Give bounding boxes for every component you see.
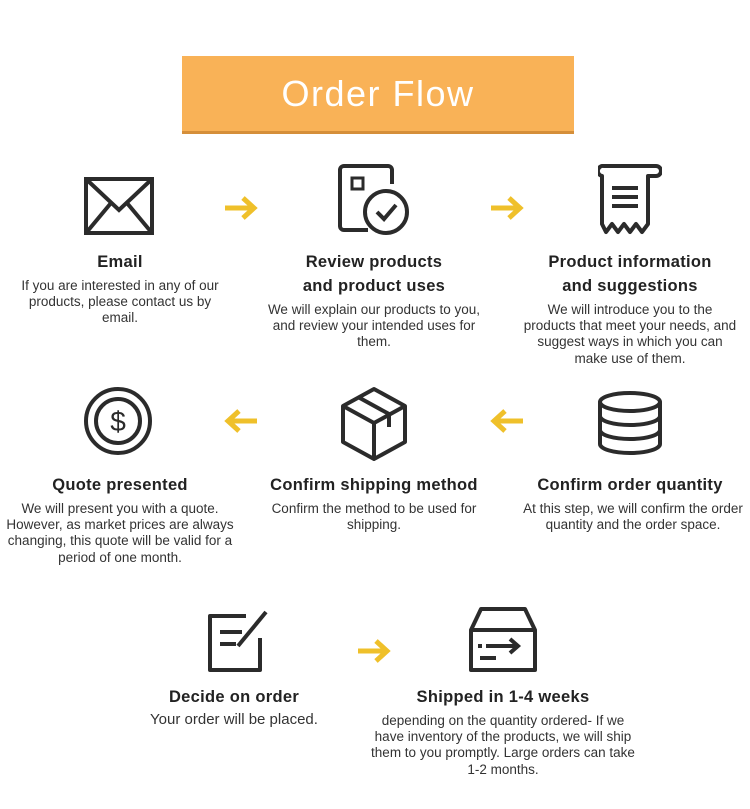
arrow-left-icon [223,408,259,434]
step-desc-quote: We will present you with a quote. Howeve… [6,501,234,565]
edit-pencil-icon [206,608,270,674]
order-flow-banner: Order Flow [182,56,574,134]
step-title-email: Email [97,253,143,271]
svg-text:$: $ [110,406,126,437]
arrow-right-icon [223,195,259,221]
step-title-review-line1: Review products [305,253,443,271]
step-desc-order-quantity: At this step, we will confirm the order … [523,501,743,533]
step-title-shipping-method: Confirm shipping method [270,476,478,494]
step-desc-shipping-method: Confirm the method to be used for shippi… [271,501,477,533]
arrow-right-icon [356,638,392,664]
step-desc-email: If you are interested in any of our prod… [21,278,219,326]
step-title-review-line2: and product uses [302,277,446,295]
envelope-icon [84,176,154,236]
step-desc-shipped: depending on the quantity ordered- If we… [371,713,635,777]
box-icon [340,386,408,462]
arrow-left-icon [489,408,525,434]
step-desc-product-info: We will introduce you to the products th… [523,302,737,366]
arrow-right-icon [489,195,525,221]
step-title-order-quantity: Confirm order quantity [537,476,723,494]
step-desc-review: We will explain our products to you, and… [267,302,481,350]
coin-dollar-icon: $ [83,386,153,456]
shipping-box-arrow-icon [468,606,538,674]
step-desc-decide-order: Your order will be placed. [150,711,318,728]
step-title-decide-order: Decide on order [168,688,300,706]
receipt-scroll-icon [598,164,662,236]
step-title-product-info-line2: and suggestions [562,277,698,295]
step-title-product-info-line1: Product information [548,253,712,271]
document-check-icon [338,164,410,236]
step-title-shipped: Shipped in 1-4 weeks [416,688,590,706]
database-stack-icon [596,390,664,456]
page-title: Order Flow [281,72,475,114]
step-title-quote: Quote presented [52,476,188,494]
